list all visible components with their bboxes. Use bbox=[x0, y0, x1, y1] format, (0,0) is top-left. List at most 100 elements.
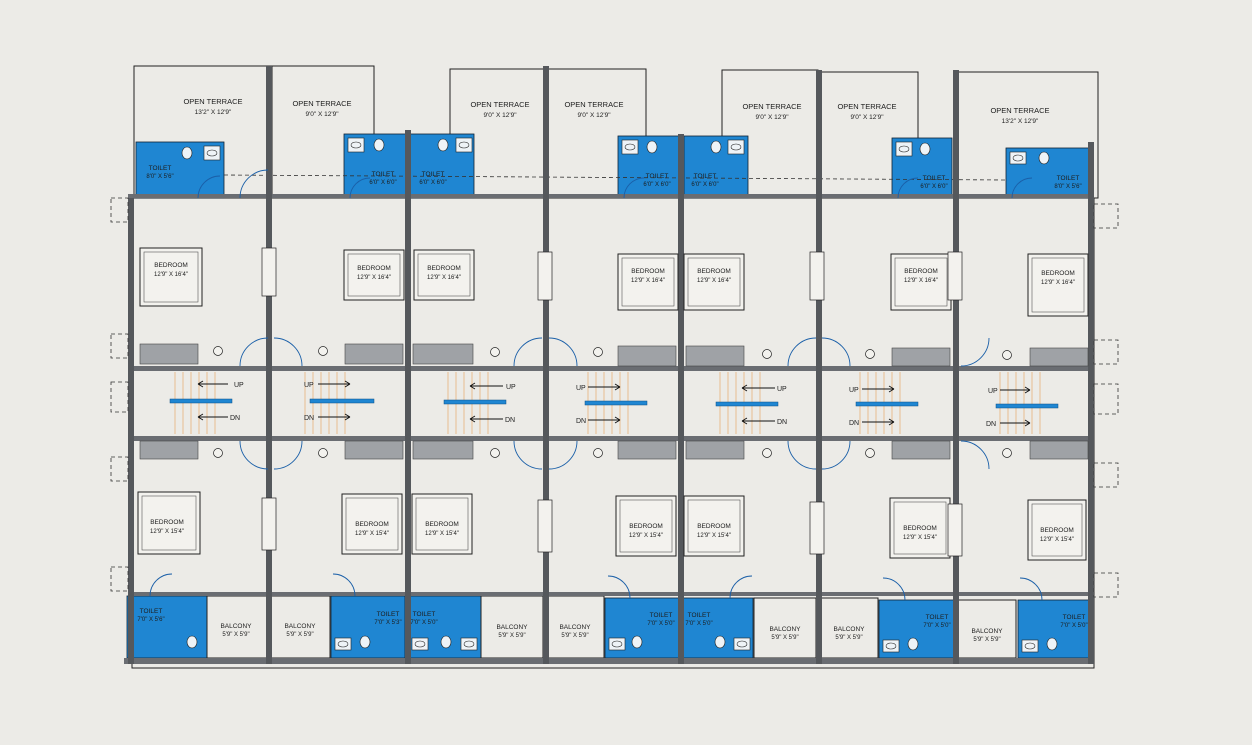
wall-vertical bbox=[543, 66, 549, 664]
side-projections bbox=[110, 197, 1119, 598]
bedroom-dimension: 12'9" X 16'4" bbox=[1041, 280, 1075, 286]
wall-horizontal bbox=[124, 658, 1094, 664]
balcony-label: BALCONY bbox=[833, 626, 865, 633]
balcony-dimension: 5'9" X 5'9" bbox=[286, 632, 313, 638]
bedroom-dimension: 12'9" X 15'4" bbox=[1040, 537, 1074, 543]
wall-horizontal bbox=[128, 194, 1094, 198]
bedroom-dimension: 12'9" X 16'4" bbox=[904, 278, 938, 284]
bedroom-dimension: 12'9" X 15'4" bbox=[697, 533, 731, 539]
stair-up-label: UP bbox=[576, 385, 586, 392]
toilet-dimension: 8'0" X 5'6" bbox=[146, 174, 173, 180]
terrace-label: OPEN TERRACE bbox=[564, 100, 623, 109]
stair-down-label: DN bbox=[505, 417, 515, 424]
wall-vertical bbox=[678, 134, 684, 664]
toilet-label: TOILET bbox=[377, 611, 400, 618]
stair-up-label: UP bbox=[234, 382, 244, 389]
stair-up-label: UP bbox=[849, 387, 859, 394]
terrace-dimension: 9'0" X 12'9" bbox=[755, 114, 789, 121]
bedroom-label: BEDROOM bbox=[154, 262, 188, 269]
bedroom-label: BEDROOM bbox=[697, 523, 731, 530]
wall-vertical bbox=[128, 198, 134, 664]
toilet-label: TOILET bbox=[923, 175, 946, 182]
toilet-dimension: 7'0" X 5'0" bbox=[410, 620, 437, 626]
stair-down-label: DN bbox=[576, 418, 586, 425]
terrace-dimension: 9'0" X 12'9" bbox=[577, 112, 611, 119]
toilet-label: TOILET bbox=[413, 611, 436, 618]
wall-windows bbox=[261, 247, 963, 557]
stair-up-label: UP bbox=[988, 388, 998, 395]
toilet-label: TOILET bbox=[650, 612, 673, 619]
toilet-label: TOILET bbox=[926, 614, 949, 621]
balcony-label: BALCONY bbox=[496, 624, 528, 631]
wall-vertical bbox=[266, 66, 272, 664]
beds-top bbox=[139, 247, 1089, 317]
toilet-dimension: 6'0" X 6'0" bbox=[369, 180, 396, 186]
bedroom-label: BEDROOM bbox=[425, 521, 459, 528]
terrace-dimension: 9'0" X 12'9" bbox=[850, 114, 884, 121]
toilet-dimension: 6'0" X 6'0" bbox=[920, 184, 947, 190]
terrace-label: OPEN TERRACE bbox=[470, 100, 529, 109]
toilet-label: TOILET bbox=[694, 173, 717, 180]
terrace-label: OPEN TERRACE bbox=[183, 97, 242, 106]
wall-vertical bbox=[816, 70, 822, 664]
toilet-label: TOILET bbox=[140, 608, 163, 615]
toilet-fixtures bbox=[186, 635, 1058, 653]
bedroom-label: BEDROOM bbox=[631, 268, 665, 275]
wall-horizontal bbox=[128, 592, 1094, 596]
stair-up-label: UP bbox=[304, 382, 314, 389]
toilet-label: TOILET bbox=[422, 171, 445, 178]
bedroom-dimension: 12'9" X 15'4" bbox=[629, 533, 663, 539]
terrace-dimension: 13'2" X 12'9" bbox=[1002, 118, 1039, 125]
wall-horizontal bbox=[128, 366, 1094, 371]
toilet-dimension: 6'0" X 6'0" bbox=[419, 180, 446, 186]
wall-horizontal bbox=[128, 436, 1094, 441]
stair-down-label: DN bbox=[304, 415, 314, 422]
bedroom-label: BEDROOM bbox=[150, 519, 184, 526]
projection-line bbox=[223, 174, 1007, 181]
balcony-dimension: 5'9" X 5'9" bbox=[222, 632, 249, 638]
wall-vertical bbox=[953, 70, 959, 664]
stair-up-label: UP bbox=[777, 386, 787, 393]
toilet-fixtures bbox=[181, 137, 1050, 165]
balcony-dimension: 5'9" X 5'9" bbox=[771, 635, 798, 641]
toilet-dimension: 7'0" X 5'6" bbox=[137, 617, 164, 623]
balcony-label: BALCONY bbox=[284, 623, 316, 630]
toilet-dimension: 7'0" X 5'3" bbox=[374, 620, 401, 626]
balcony-dimension: 5'9" X 5'9" bbox=[561, 633, 588, 639]
bedroom-dimension: 12'9" X 16'4" bbox=[631, 278, 665, 284]
bedroom-dimension: 12'9" X 16'4" bbox=[427, 275, 461, 281]
toilet-label: TOILET bbox=[688, 612, 711, 619]
toilet-dimension: 7'0" X 5'0" bbox=[1060, 623, 1087, 629]
bedroom-label: BEDROOM bbox=[427, 265, 461, 272]
stair-up-label: UP bbox=[506, 384, 516, 391]
door-swings bbox=[149, 169, 1043, 601]
toilet-dimension: 7'0" X 5'0" bbox=[923, 623, 950, 629]
wardrobe-counters bbox=[139, 343, 1089, 460]
balcony-dimension: 5'9" X 5'9" bbox=[973, 637, 1000, 643]
bedroom-label: BEDROOM bbox=[697, 268, 731, 275]
stair-down-label: DN bbox=[777, 419, 787, 426]
toilet-label: TOILET bbox=[372, 171, 395, 178]
stair-down-label: DN bbox=[230, 415, 240, 422]
bedroom-label: BEDROOM bbox=[629, 523, 663, 530]
stair-down-label: DN bbox=[849, 420, 859, 427]
terrace-dimension: 9'0" X 12'9" bbox=[305, 111, 339, 118]
bedroom-dimension: 12'9" X 16'4" bbox=[697, 278, 731, 284]
bedroom-dimension: 12'9" X 16'4" bbox=[357, 275, 391, 281]
terrace-label: OPEN TERRACE bbox=[837, 102, 896, 111]
balcony-dimension: 5'9" X 5'9" bbox=[498, 633, 525, 639]
bedroom-dimension: 12'9" X 15'4" bbox=[425, 531, 459, 537]
toilet-label: TOILET bbox=[149, 165, 172, 172]
terrace-label: OPEN TERRACE bbox=[990, 106, 1049, 115]
toilet-dimension: 6'0" X 6'0" bbox=[643, 182, 670, 188]
bedroom-label: BEDROOM bbox=[357, 265, 391, 272]
wall-vertical bbox=[405, 130, 411, 664]
toilet-label: TOILET bbox=[1057, 175, 1080, 182]
bedroom-label: BEDROOM bbox=[904, 268, 938, 275]
terrace-label: OPEN TERRACE bbox=[742, 102, 801, 111]
beds-bottom bbox=[137, 491, 1087, 561]
terrace-dimension: 13'2" X 12'9" bbox=[195, 109, 232, 116]
balcony-dimension: 5'9" X 5'9" bbox=[835, 635, 862, 641]
bedroom-dimension: 12'9" X 15'4" bbox=[903, 535, 937, 541]
